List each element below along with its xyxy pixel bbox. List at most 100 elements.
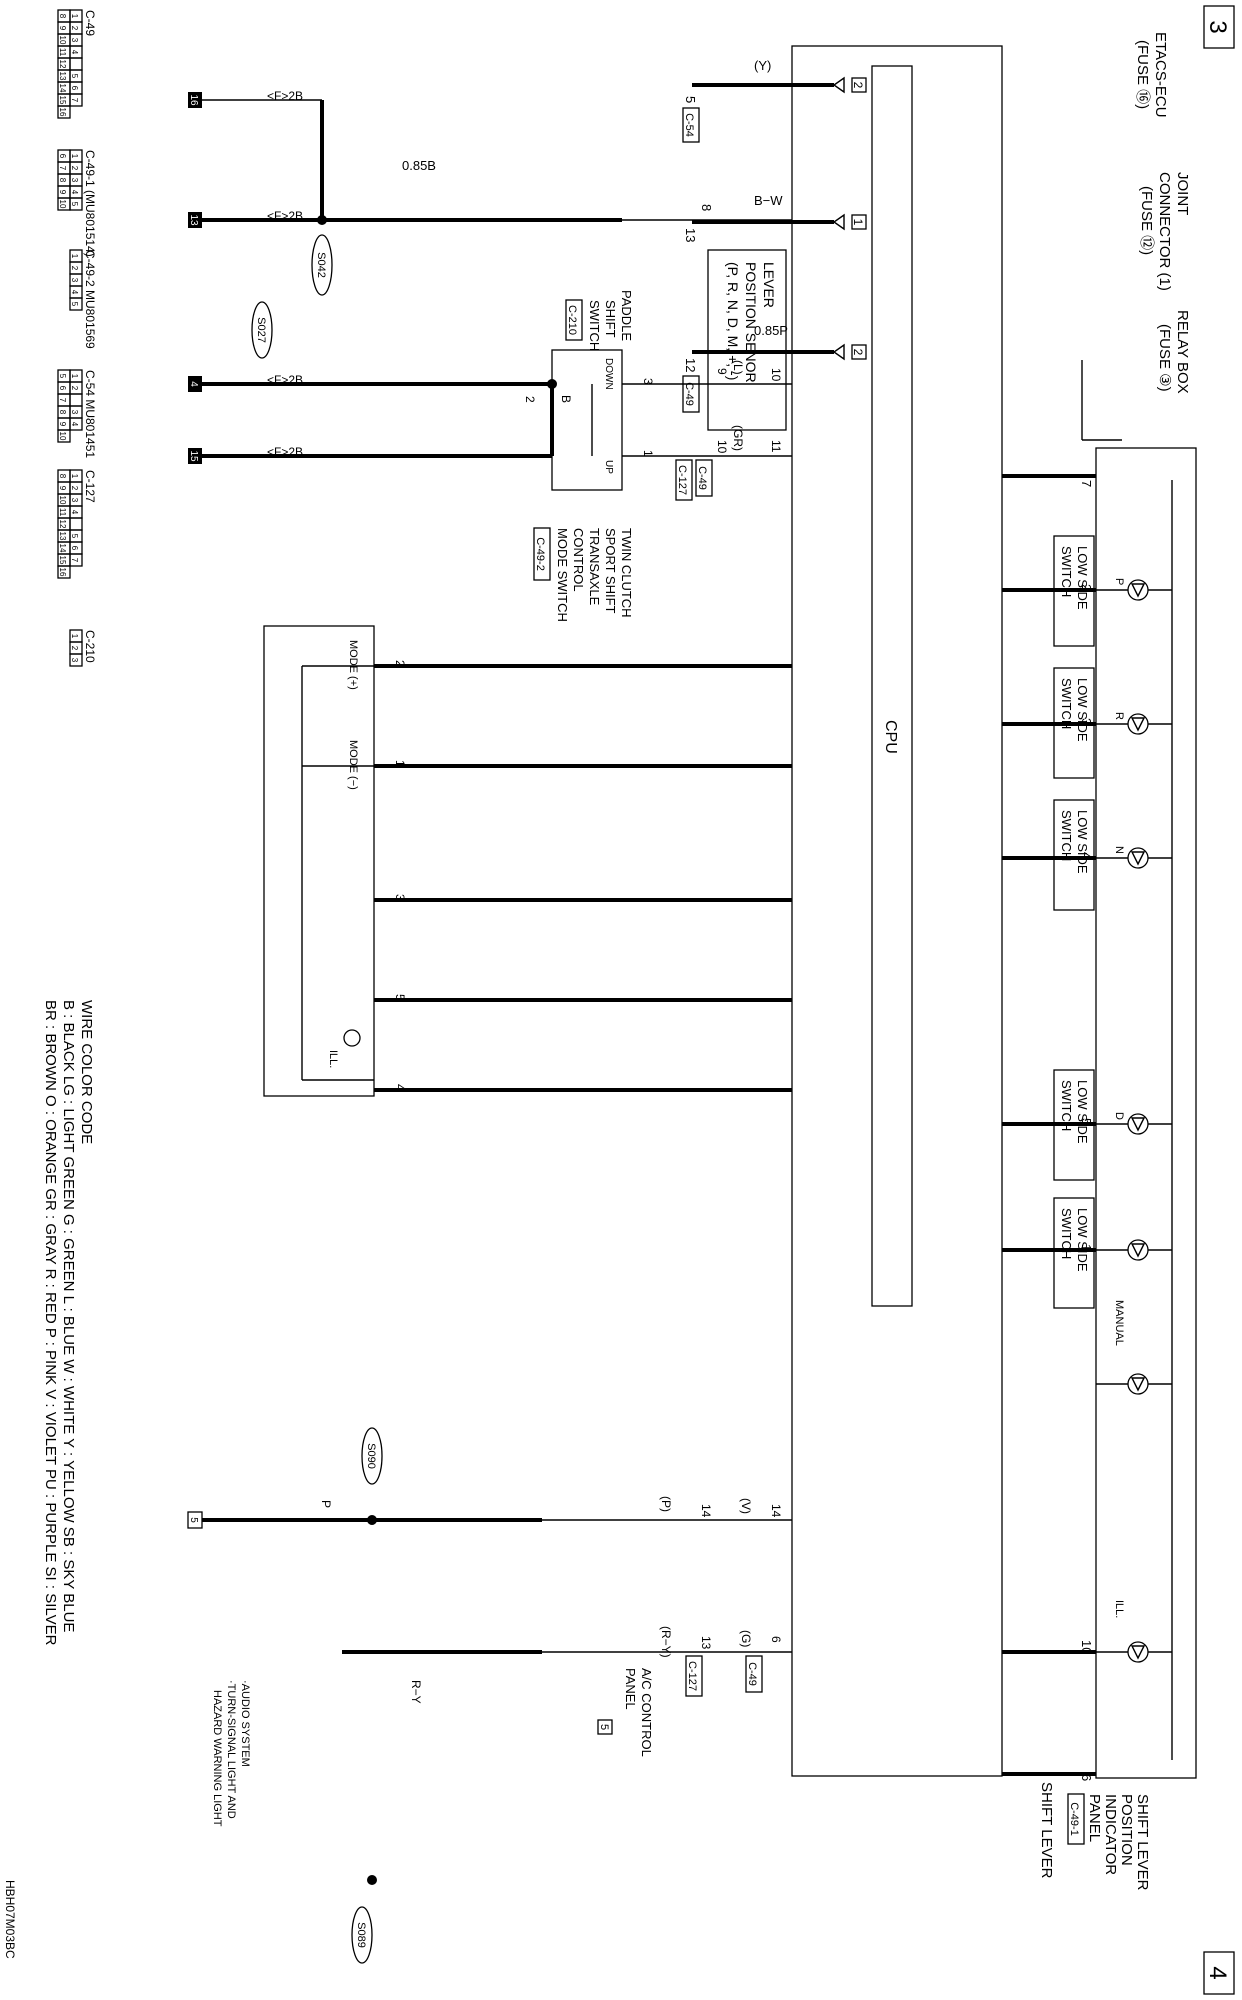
svg-text:CONNECTOR (1): CONNECTOR (1) xyxy=(1156,172,1173,291)
svg-text:LOW SIDE: LOW SIDE xyxy=(1075,1208,1090,1272)
svg-text:PANEL: PANEL xyxy=(1086,1794,1103,1842)
connector-pin-number: 10 xyxy=(58,496,67,505)
svg-text:C-127: C-127 xyxy=(686,1661,698,1691)
svg-text:LEVER: LEVER xyxy=(761,262,777,308)
svg-text:SHIFT LEVER: SHIFT LEVER xyxy=(1038,1782,1055,1879)
connector-pin-number: 4 xyxy=(70,190,79,195)
svg-text:5: 5 xyxy=(598,1724,610,1730)
connector-pin-number: 8 xyxy=(58,14,67,19)
connector-pin-number: 5 xyxy=(70,534,79,539)
svg-text:MANUAL: MANUAL xyxy=(1113,1300,1125,1346)
connector-pin-number: 11 xyxy=(58,508,67,517)
connector-pin-number: 2 xyxy=(70,166,79,171)
page-badge-top: 3 xyxy=(1203,5,1235,49)
svg-text:LOW SIDE: LOW SIDE xyxy=(1075,546,1090,610)
connector-pin-number: 13 xyxy=(58,72,67,81)
connector-pin-number: 5 xyxy=(58,374,67,379)
svg-text:BR : BROWN O : ORANGE GR :: BR : BROWN O : ORANGE GR : GRAY R : RED … xyxy=(42,1000,59,1646)
connector-pin-number: 2 xyxy=(70,26,79,31)
shift-lever-indicator-panel: SHIFT LEVER POSITION INDICATOR PANEL C-4… xyxy=(1067,447,1197,1891)
connector-pin-number: 7 xyxy=(70,558,79,563)
svg-text:D: D xyxy=(1113,1112,1125,1120)
connector-pin-number: 9 xyxy=(58,26,67,31)
svg-text:3: 3 xyxy=(641,378,655,385)
joint-connector-source: JOINT CONNECTOR (1) (FUSE ⑫) 1 xyxy=(832,172,1191,291)
connector-pin-number: 3 xyxy=(70,38,79,43)
etacs-ecu-source: ETACS-ECU (FUSE ⑯) 2 xyxy=(832,32,1169,118)
connector-pin-number: 2 xyxy=(70,486,79,491)
connector-pin-number: 8 xyxy=(58,178,67,183)
connector-view-name: C-49 xyxy=(83,10,97,36)
svg-text:3: 3 xyxy=(1204,20,1231,33)
supply-wires: (Y) B−W 0.85P 5 C-54 13 12 C-49 xyxy=(682,58,834,413)
connector-pin-number: 3 xyxy=(70,498,79,503)
svg-text:HAZARD WARNING LIGHT: HAZARD WARNING LIGHT xyxy=(211,1690,223,1827)
connector-pin-number: 16 xyxy=(58,568,67,577)
svg-text:C-49-1: C-49-1 xyxy=(1068,1802,1080,1836)
connector-pin-number: 7 xyxy=(58,398,67,403)
connector-pin-number: 12 xyxy=(58,520,67,529)
connector-pin-number: 9 xyxy=(58,422,67,427)
svg-text:2: 2 xyxy=(393,660,407,667)
shift-lever-box: SHIFT LEVER xyxy=(791,45,1055,1879)
svg-text:<F>2B: <F>2B xyxy=(267,209,303,223)
svg-text:(FUSE ⑫): (FUSE ⑫) xyxy=(1138,186,1155,255)
svg-text:(Y): (Y) xyxy=(754,58,771,73)
svg-text:ILL.: ILL. xyxy=(1113,1600,1125,1618)
connector-pin-number: 3 xyxy=(70,178,79,183)
svg-text:P: P xyxy=(319,1500,333,1508)
connector-pin-number: 8 xyxy=(58,474,67,479)
svg-text:14: 14 xyxy=(699,1504,713,1518)
svg-text:5: 5 xyxy=(393,994,407,1001)
indicator-signal-wires xyxy=(1002,474,1096,1776)
svg-text:1: 1 xyxy=(393,760,407,767)
svg-text:(FUSE ③): (FUSE ③) xyxy=(1156,324,1173,392)
diagram-frame: 3 4 ETACS-ECU (FUSE ⑯) 2 JOINT CONNECTOR… xyxy=(3,5,1235,1995)
svg-text:2: 2 xyxy=(523,396,537,403)
svg-text:LOW SIDE: LOW SIDE xyxy=(1075,678,1090,742)
svg-text:13: 13 xyxy=(683,228,698,242)
svg-text:13: 13 xyxy=(699,1636,713,1650)
svg-text:13: 13 xyxy=(188,214,199,226)
connector-pin-cell xyxy=(57,197,71,211)
svg-text:1: 1 xyxy=(1079,1244,1094,1251)
svg-text:TRANSAXLE: TRANSAXLE xyxy=(587,528,602,606)
svg-text:1: 1 xyxy=(851,219,865,226)
svg-text:11: 11 xyxy=(769,440,783,453)
svg-text:(P): (P) xyxy=(659,1496,673,1512)
low-side-switches: LOW SIDE SWITCH LOW SIDE SWITCH LOW SIDE… xyxy=(1053,535,1095,1309)
connector-view-name: C-49-2 MU801569 xyxy=(83,250,97,349)
mode-switch-wires: 2 1 3 5 4 xyxy=(374,660,792,1092)
svg-text:LOW SIDE: LOW SIDE xyxy=(1075,1080,1090,1144)
svg-text:15: 15 xyxy=(188,450,199,462)
svg-text:SWITCH: SWITCH xyxy=(587,300,602,351)
svg-text:0.85B: 0.85B xyxy=(402,158,436,173)
svg-text:(FUSE ⑯): (FUSE ⑯) xyxy=(1134,40,1151,109)
svg-text:4: 4 xyxy=(1204,1966,1231,1979)
svg-text:10: 10 xyxy=(769,368,783,382)
svg-text:MODE (−): MODE (−) xyxy=(347,740,359,790)
svg-text:5: 5 xyxy=(1079,1118,1094,1125)
svg-text:JOINT: JOINT xyxy=(1174,172,1191,215)
svg-text:S042: S042 xyxy=(315,252,327,278)
svg-text:CONTROL: CONTROL xyxy=(571,528,586,592)
ac-control-panel: A/C CONTROL PANEL 5 xyxy=(597,1668,654,1757)
svg-text:SWITCH: SWITCH xyxy=(1059,810,1074,861)
svg-text:3: 3 xyxy=(393,894,407,901)
connector-view-name: C-54 MU801451 xyxy=(83,370,97,458)
svg-text:(R−Y): (R−Y) xyxy=(659,1626,673,1658)
svg-text:SWITCH: SWITCH xyxy=(1059,678,1074,729)
svg-text:P: P xyxy=(1113,578,1125,585)
connector-pin-number: 7 xyxy=(58,166,67,171)
svg-text:INDICATOR: INDICATOR xyxy=(1102,1794,1119,1875)
indicator-common-rail xyxy=(1081,360,1173,1760)
svg-text:WIRE COLOR CODE: WIRE COLOR CODE xyxy=(78,1000,95,1144)
svg-text:2: 2 xyxy=(1079,584,1094,591)
connector-pin-number: 9 xyxy=(58,486,67,491)
svg-text:6: 6 xyxy=(1079,1774,1094,1781)
svg-text:4: 4 xyxy=(393,1084,407,1091)
svg-text:SHIFT: SHIFT xyxy=(603,300,618,338)
